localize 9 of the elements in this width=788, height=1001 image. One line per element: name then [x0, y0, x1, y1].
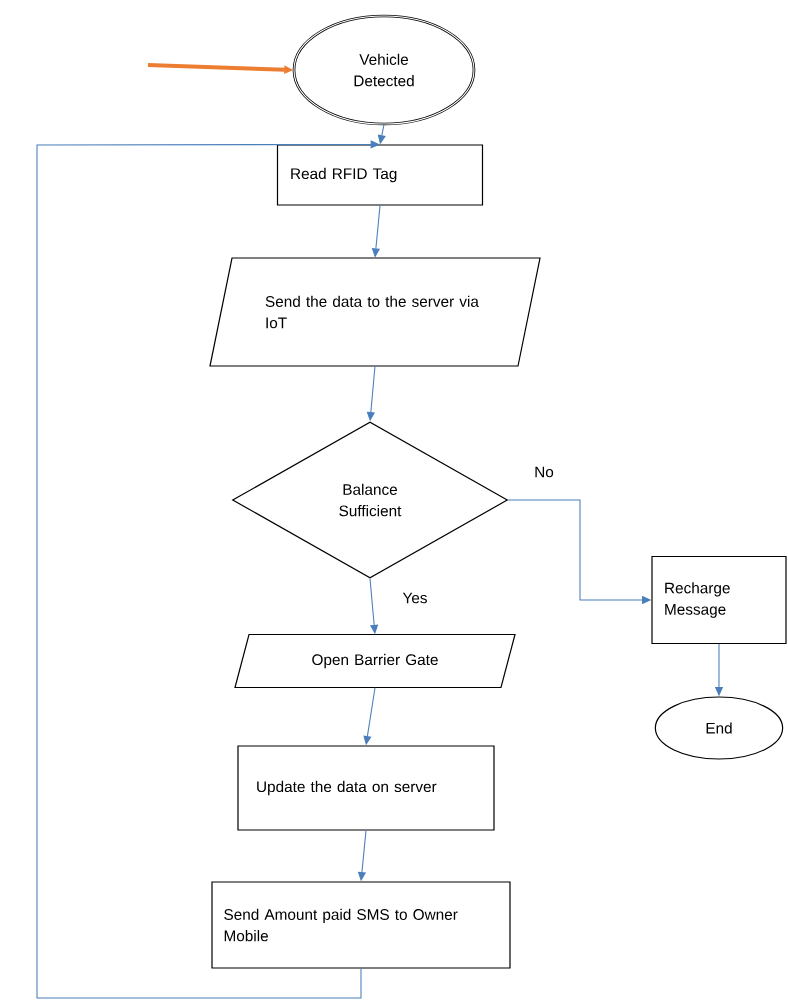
process-box: Send Amount paid SMS to Owner Mobile [211, 881, 511, 969]
process-box: Recharge Message [651, 555, 787, 645]
data-parallelogram: Open Barrier Gate [234, 633, 516, 689]
arrow [36, 140, 380, 999]
edge-label: Yes [401, 591, 429, 605]
data-parallelogram: Send the data to the server via IoT [209, 257, 541, 367]
process-box: Read RFID Tag [276, 144, 484, 206]
process-box: Update the data on server [237, 745, 495, 831]
edge-label: No [532, 465, 556, 479]
